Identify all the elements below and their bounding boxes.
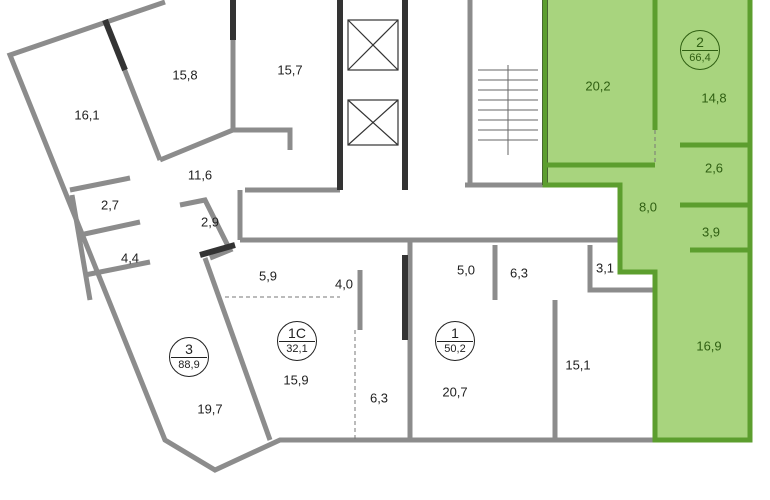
apartment-area: 88,9 — [178, 359, 200, 371]
room-area: 15,9 — [283, 372, 309, 388]
room-area: 11,6 — [187, 167, 213, 183]
room-area: 16,1 — [74, 107, 100, 123]
staircase — [478, 65, 538, 155]
bearing-walls — [102, 0, 548, 340]
room-area: 15,7 — [277, 62, 303, 78]
apartment-rooms: 3 — [185, 341, 193, 357]
room-area: 5,9 — [258, 268, 278, 284]
apartment-2-area[interactable] — [545, 0, 750, 440]
room-area: 8,0 — [638, 199, 658, 215]
room-area: 2,9 — [200, 214, 220, 230]
apartment-badge-2[interactable]: 2 66,4 — [680, 30, 720, 70]
room-area: 19,7 — [197, 401, 223, 417]
walls — [6, 0, 750, 473]
apartment-rooms: 1 — [451, 325, 459, 341]
room-area: 14,8 — [701, 90, 727, 106]
apartment-badge-1c[interactable]: 1С 32,1 — [277, 321, 317, 361]
room-area: 2,7 — [100, 197, 120, 213]
elevator-shafts — [347, 19, 399, 146]
apartment-badge-3[interactable]: 3 88,9 — [169, 337, 209, 377]
room-area: 5,0 — [456, 262, 476, 278]
room-area: 20,7 — [442, 384, 468, 400]
room-area: 3,9 — [701, 224, 721, 240]
room-area: 20,2 — [585, 78, 611, 94]
apartment-rooms: 2 — [696, 34, 704, 50]
room-area: 15,1 — [565, 357, 591, 373]
room-area: 4,0 — [334, 276, 354, 292]
room-area: 4,4 — [120, 250, 140, 266]
apartment-area: 66,4 — [689, 52, 711, 64]
zone-dividers — [225, 130, 656, 440]
room-area: 2,6 — [704, 160, 724, 176]
room-area: 15,8 — [172, 67, 198, 83]
room-area: 3,1 — [595, 260, 615, 276]
apartment-badge-1[interactable]: 1 50,2 — [435, 321, 475, 361]
apartment-2-walls — [542, 0, 753, 443]
room-area: 6,3 — [509, 265, 529, 281]
room-area: 6,3 — [369, 390, 389, 406]
room-area: 16,9 — [696, 338, 722, 354]
apartment-rooms: 1С — [288, 325, 306, 341]
apartment-area: 32,1 — [286, 343, 308, 355]
apartment-area: 50,2 — [444, 343, 466, 355]
